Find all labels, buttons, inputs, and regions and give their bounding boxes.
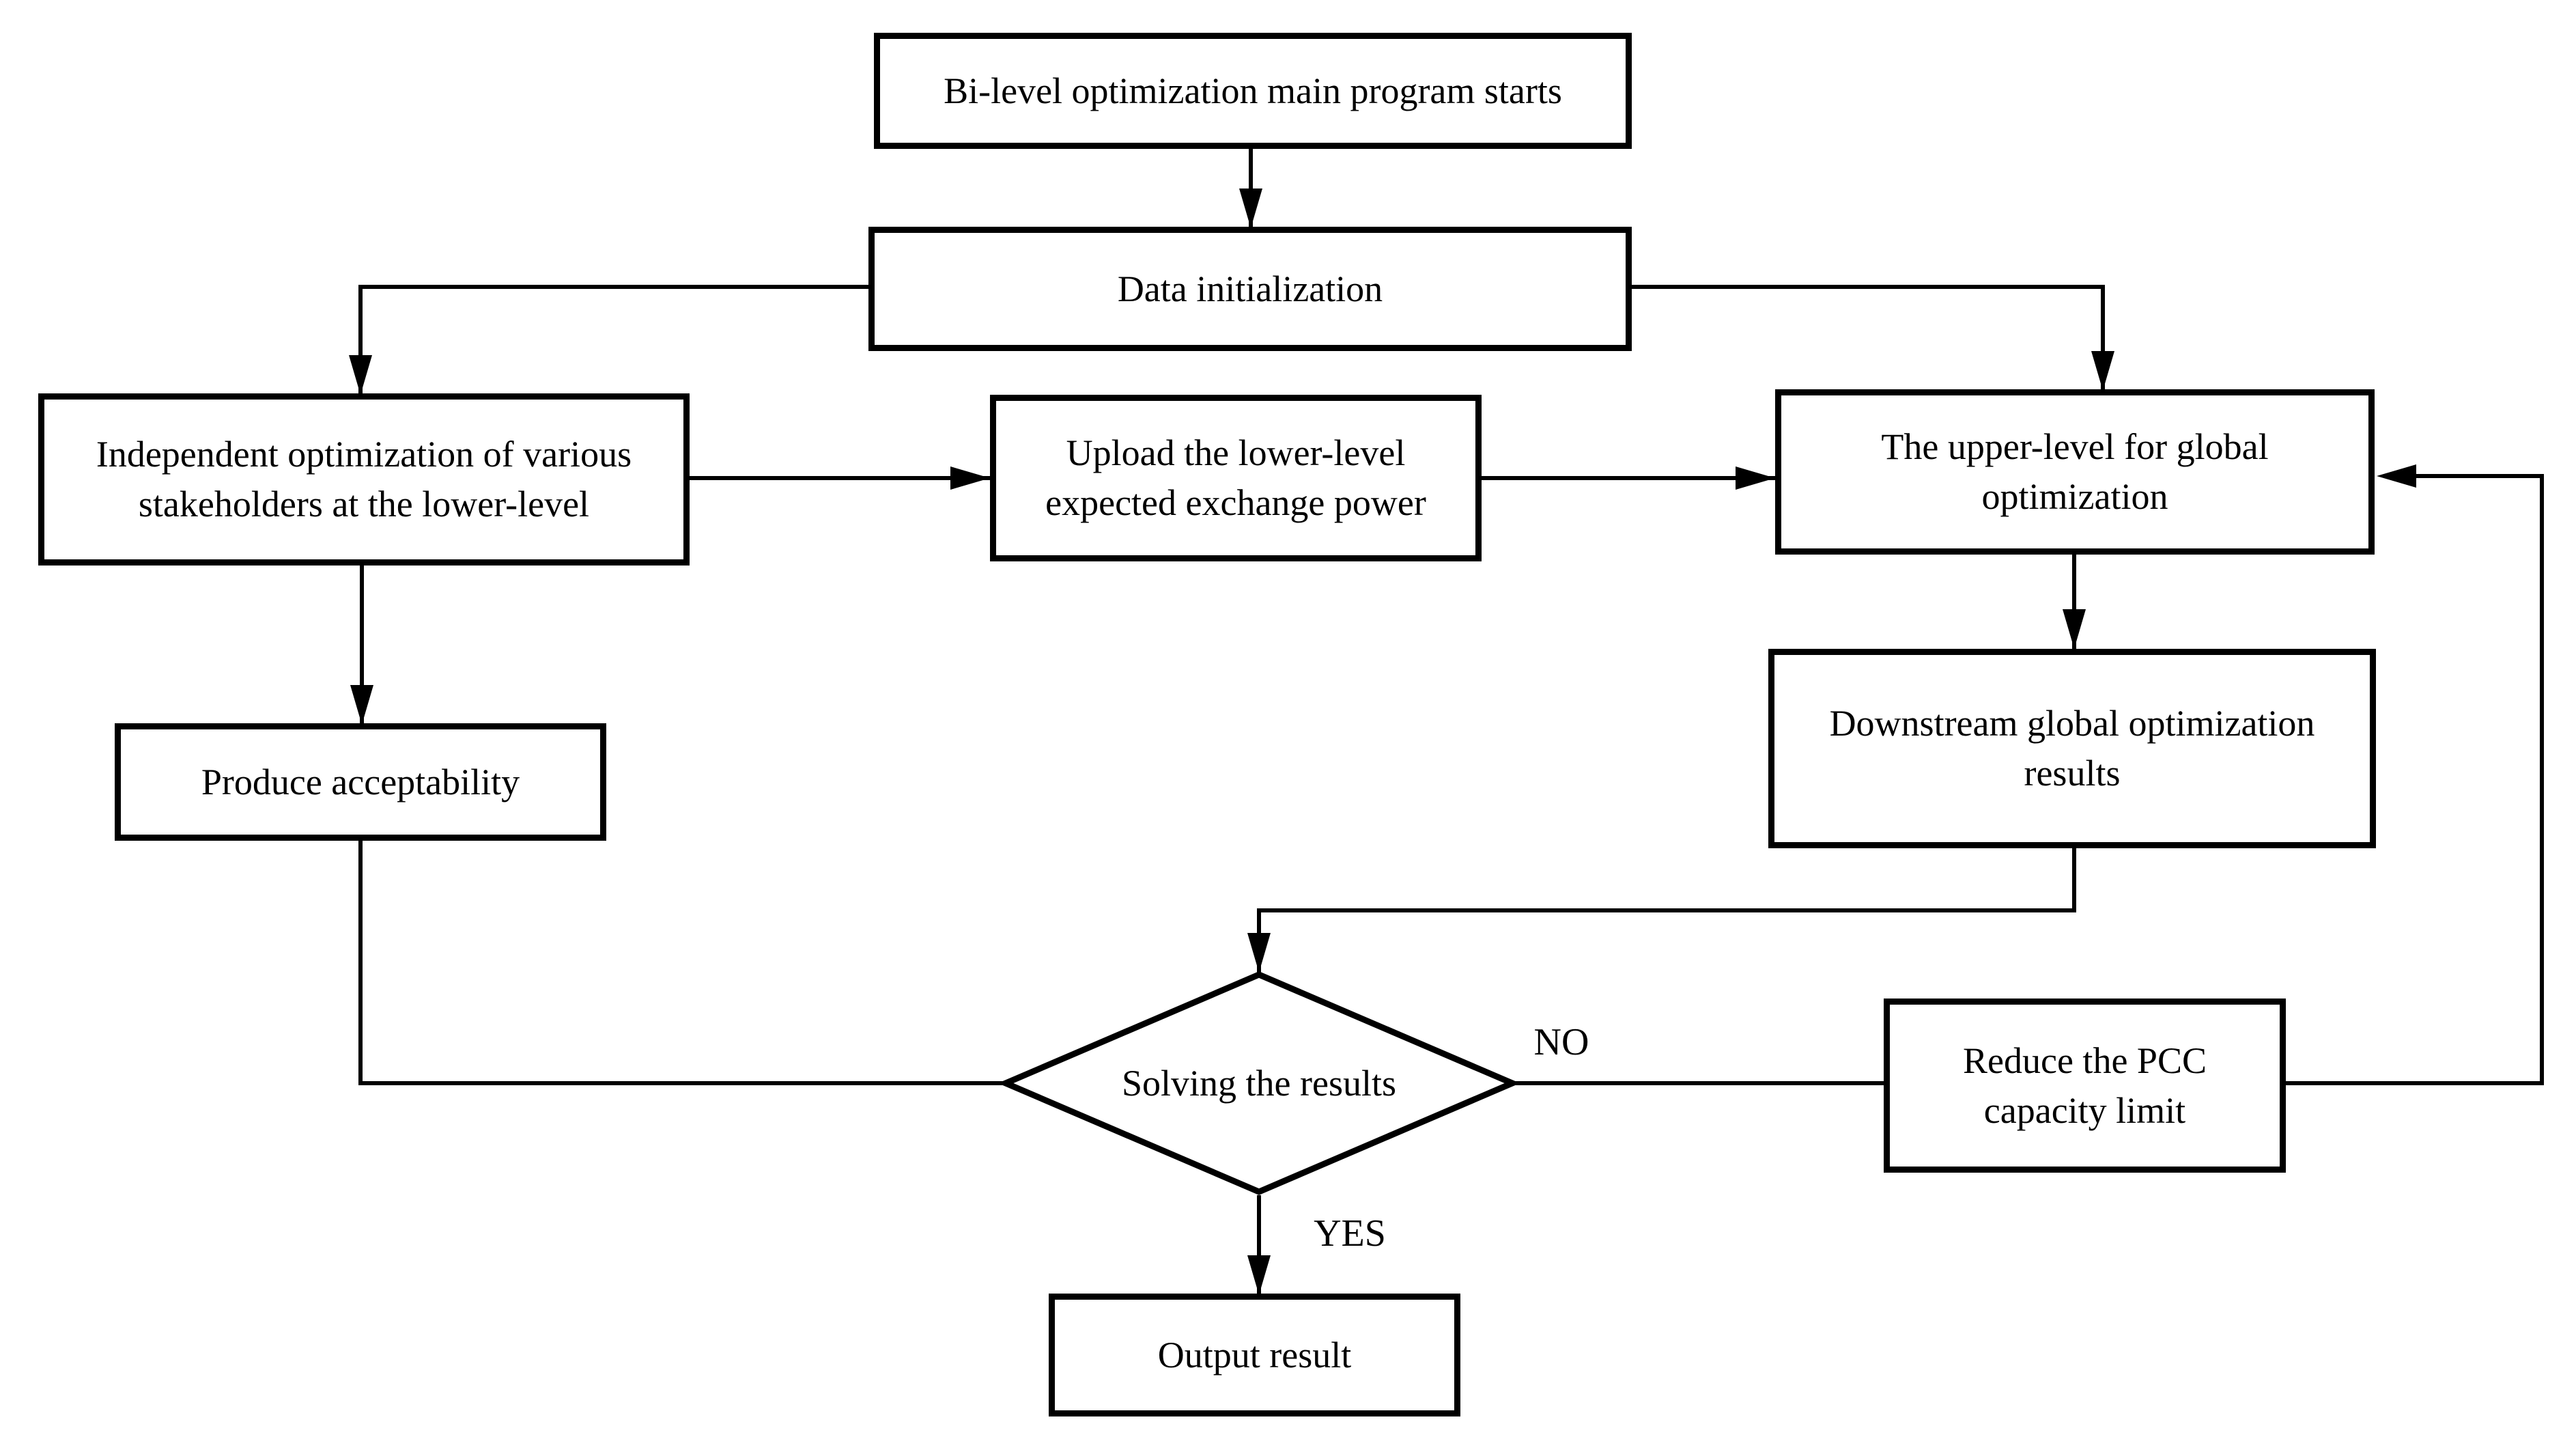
edge-feedback-top-horizontal [2415,474,2544,478]
edge-upper-downstream [2072,555,2076,649]
node-upload-exchange-power-label: Upload the lower-level expected exchange… [1045,432,1426,523]
node-decision-diamond [1002,971,1516,1195]
node-decision-label-wrap: Solving the results [1002,971,1516,1195]
edge-downstream-elbow-horizontal [1257,908,2076,912]
node-output-result: Output result [1049,1294,1460,1416]
edge-independent-produce [360,566,364,725]
node-reduce-pcc-label: Reduce the PCC capacity limit [1963,1039,2207,1131]
arrowhead-into-downstream [2063,609,2086,649]
node-data-initialization-label: Data initialization [1117,268,1383,309]
edge-decision-no [1514,1081,1884,1085]
node-independent-optimization-label: Independent optimization of various stak… [96,434,632,525]
arrowhead-into-independent [349,355,372,395]
decision-diamond-shape [1002,971,1516,1195]
node-upload-exchange-power: Upload the lower-level expected exchange… [990,395,1482,561]
node-data-initialization: Data initialization [868,227,1632,351]
node-produce-acceptability: Produce acceptability [115,723,606,841]
edge-label-no: NO [1533,1021,1589,1063]
arrowhead-into-upper-right [2377,464,2416,488]
node-downstream-results-label: Downstream global optimization results [1829,703,2315,794]
node-upper-level-label: The upper-level for global optimization [1881,426,2269,517]
arrowhead-into-upper-top [2091,351,2114,391]
arrowhead-into-output [1247,1255,1271,1295]
edge-datainit-right-horizontal [1632,285,2105,289]
edge-independent-upload [690,476,990,480]
arrowhead-into-decision-top [1247,933,1271,973]
edge-downstream-elbow-vertical [2072,848,2076,912]
arrowhead-into-produce [350,685,373,725]
edge-upload-upper [1482,476,1775,480]
edge-datainit-left-horizontal [358,285,868,289]
edge-produce-down-vertical [358,841,363,1085]
node-produce-acceptability-label: Produce acceptability [201,761,520,802]
node-decision-label: Solving the results [1122,1063,1396,1104]
edge-feedback-vertical [2540,474,2544,1085]
decision-diamond-outline [1002,971,1516,1195]
edge-datainit-left-vertical [358,285,363,395]
edge-produce-decision-horizontal [358,1081,1010,1085]
node-start: Bi-level optimization main program start… [874,33,1632,149]
node-downstream-results: Downstream global optimization results [1768,649,2376,848]
arrowhead-into-upload [950,466,990,490]
node-independent-optimization: Independent optimization of various stak… [38,393,690,566]
arrowhead-into-upper-left [1736,466,1775,490]
node-output-result-label: Output result [1157,1334,1352,1376]
edge-datainit-right-vertical [2101,285,2105,391]
node-reduce-pcc: Reduce the PCC capacity limit [1884,999,2286,1173]
node-upper-level: The upper-level for global optimization [1775,389,2375,555]
edge-label-yes: YES [1314,1212,1386,1255]
edge-decision-yes [1257,1195,1261,1295]
node-start-label: Bi-level optimization main program start… [944,70,1562,111]
edge-reduce-feedback-bottom [2286,1081,2544,1085]
arrowhead-into-datainit [1239,189,1262,228]
